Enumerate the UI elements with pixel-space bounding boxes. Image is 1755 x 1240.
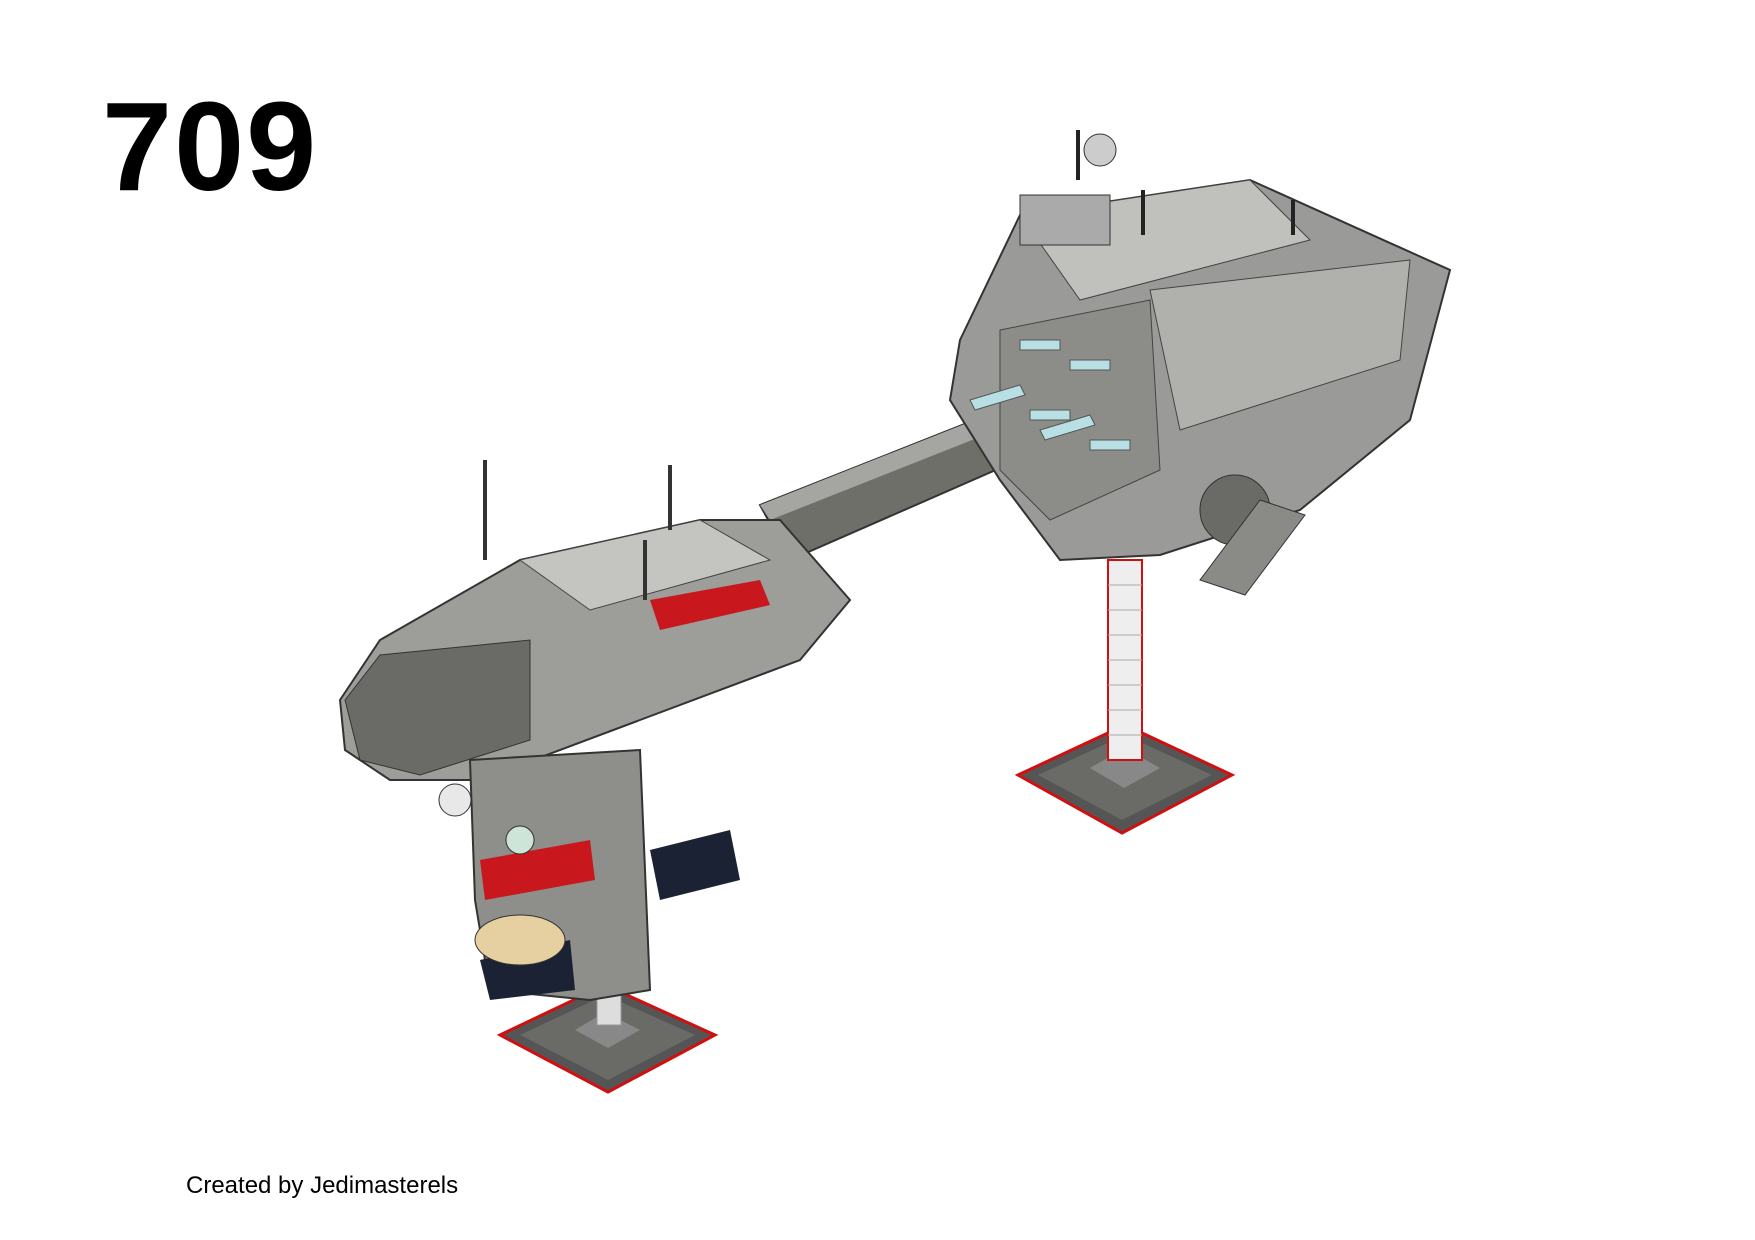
- lower-hull: [438, 748, 740, 1002]
- credit-text: Created by Jedimasterels: [186, 1172, 459, 1199]
- front-hull: [338, 460, 852, 781]
- step-number: 709: [102, 76, 319, 217]
- rear-hull: [948, 130, 1452, 596]
- right-stand: [1014, 559, 1236, 835]
- left-stand: [496, 983, 719, 1094]
